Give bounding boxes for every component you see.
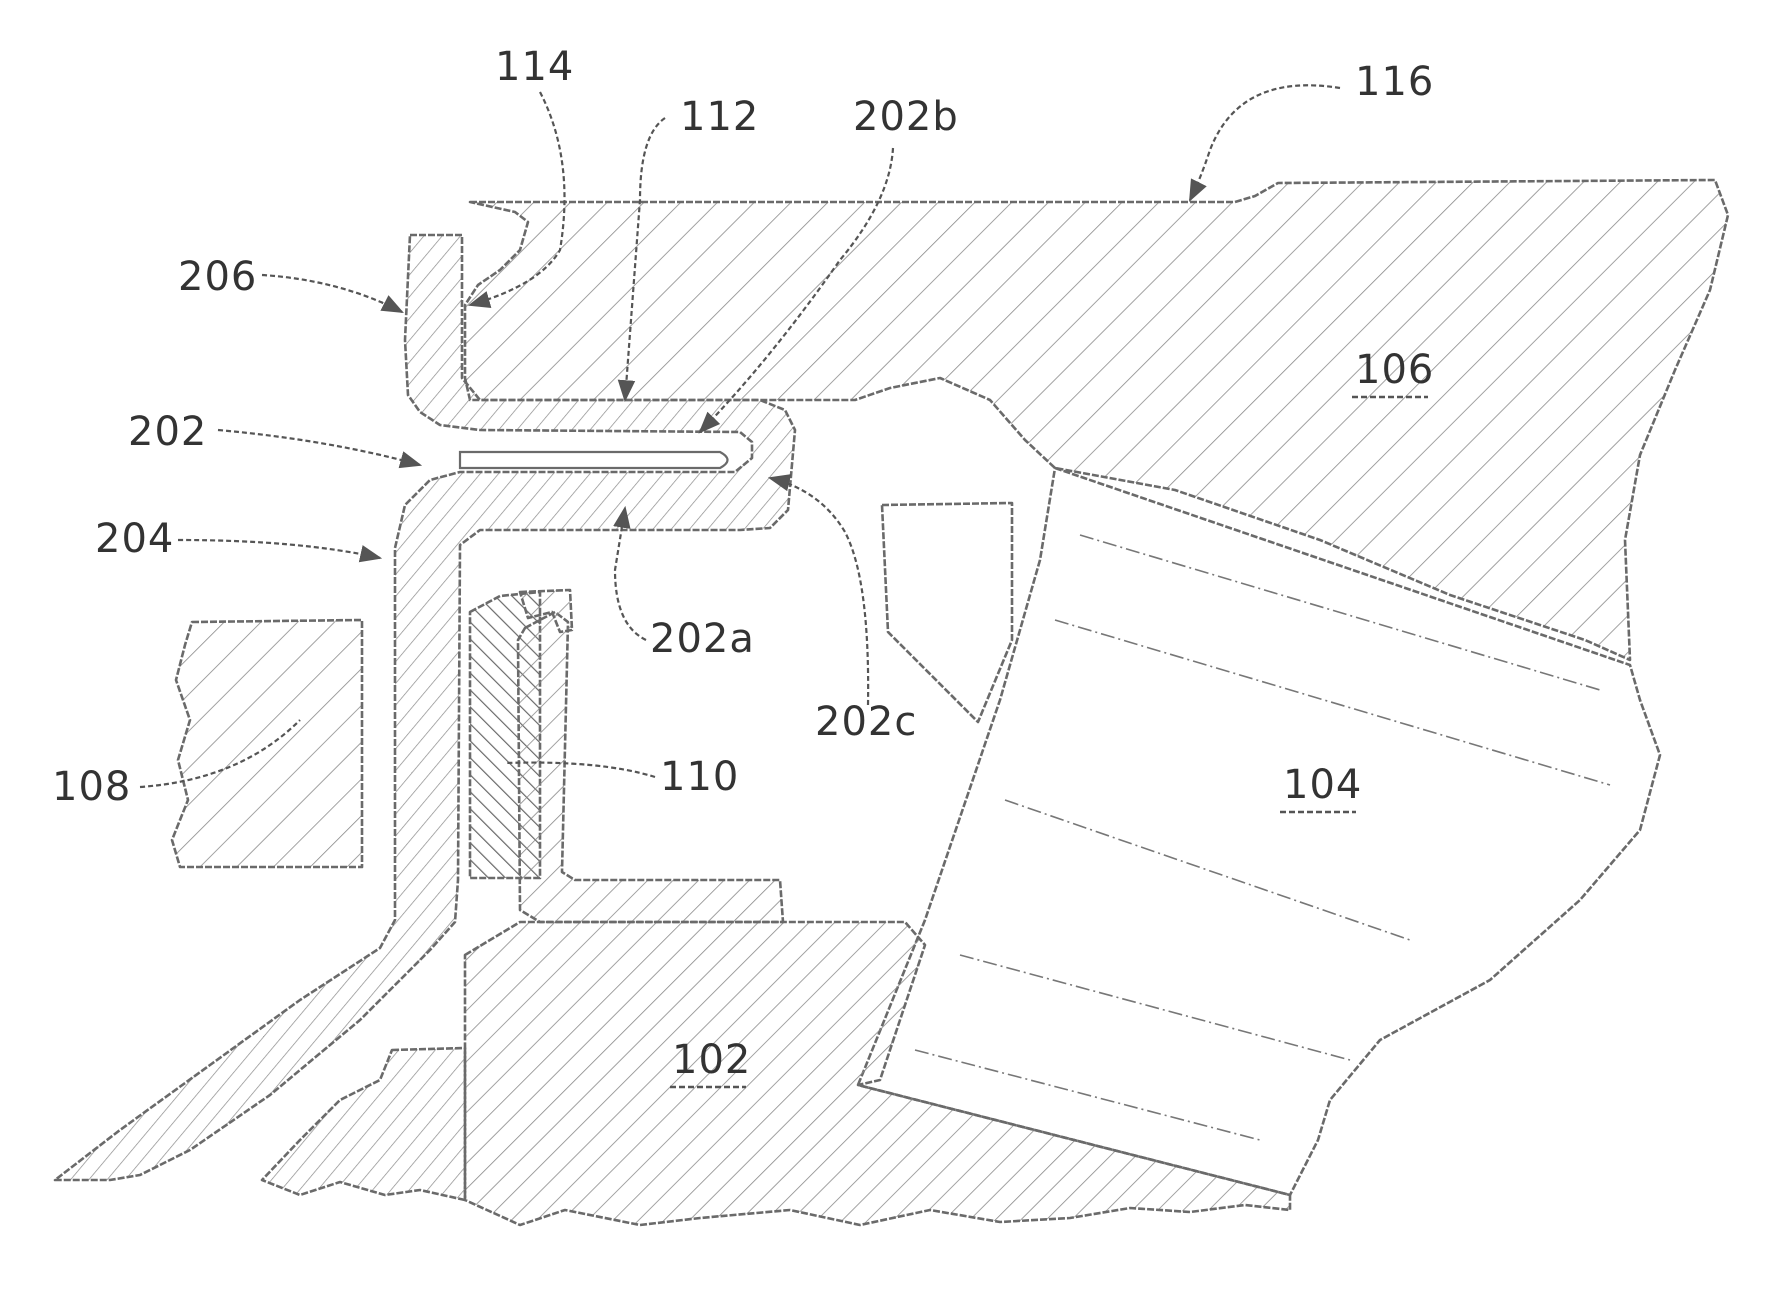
label-206: 206 — [178, 254, 257, 300]
label-104: 104 — [1283, 762, 1362, 808]
leader-204 — [178, 540, 380, 558]
leader-206 — [262, 275, 402, 312]
label-202a: 202a — [650, 616, 755, 662]
label-202c: 202c — [815, 699, 917, 745]
label-202b: 202b — [853, 94, 959, 140]
label-102: 102 — [672, 1037, 751, 1083]
seal-slot — [460, 452, 728, 468]
label-116: 116 — [1355, 59, 1434, 105]
leader-202 — [218, 430, 420, 465]
label-110: 110 — [660, 754, 739, 800]
label-112: 112 — [680, 94, 759, 140]
label-114: 114 — [495, 44, 574, 90]
label-106: 106 — [1355, 347, 1434, 393]
label-202: 202 — [128, 409, 207, 455]
label-204: 204 — [95, 516, 174, 562]
part-wedge-outline — [882, 503, 1012, 722]
part-108-block — [172, 620, 362, 867]
label-108: 108 — [52, 764, 131, 810]
